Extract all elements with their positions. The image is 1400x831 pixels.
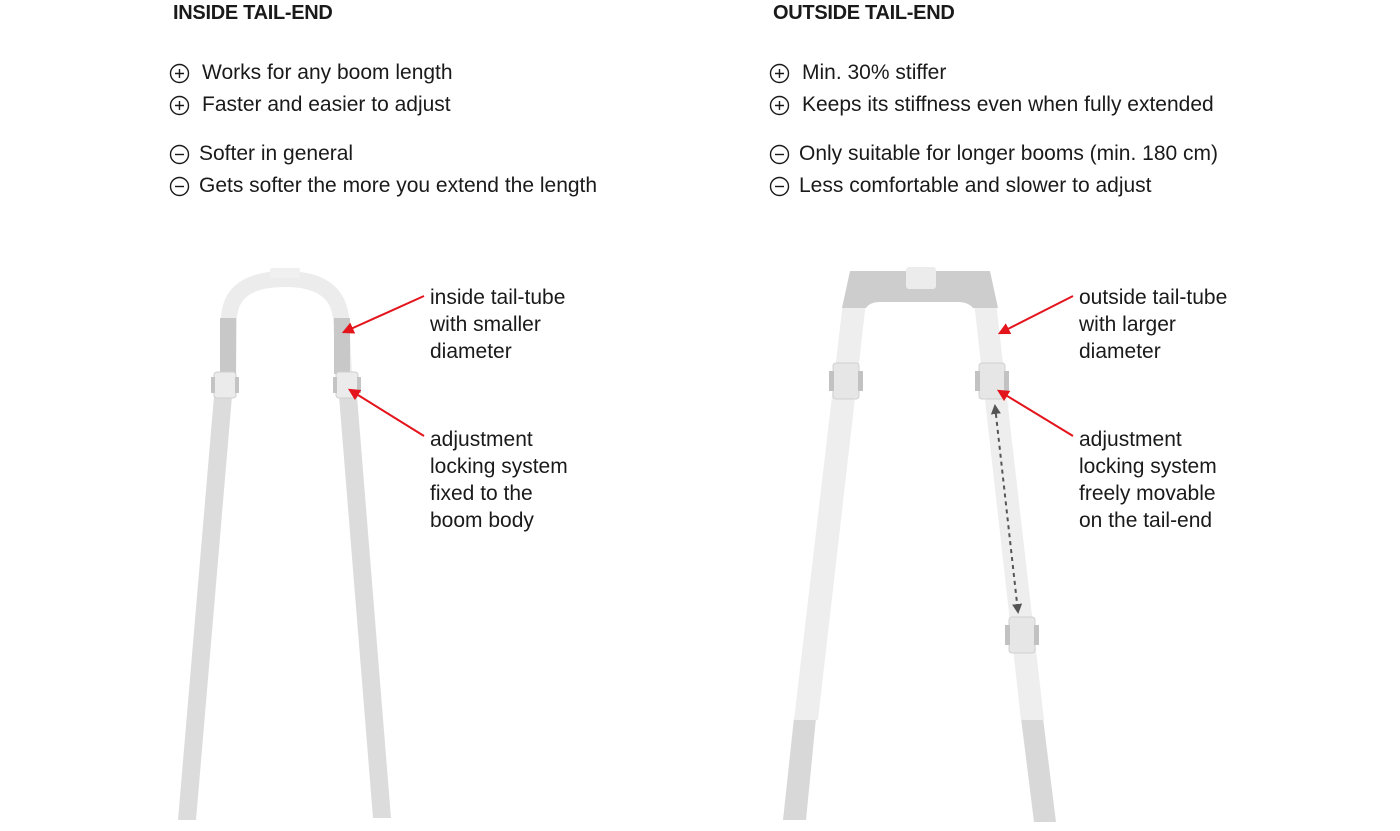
pro-item: Keeps its stiffness even when fully exte… (769, 89, 1214, 121)
callout-line: with smaller (430, 313, 541, 336)
red-arrow-icon (347, 388, 425, 437)
pros-list: Min. 30% stiffer Keeps its stiffness eve… (769, 57, 1214, 121)
movable-locking-system-callout: adjustment locking system freely movable… (1079, 426, 1217, 534)
plus-circle-icon (769, 95, 790, 116)
outside-boom-drawing (783, 267, 1056, 822)
callout-line: diameter (1079, 340, 1161, 363)
red-arrow-icon (996, 389, 1074, 437)
plus-circle-icon (169, 95, 190, 116)
con-item: Gets softer the more you extend the leng… (169, 170, 597, 202)
con-item: Softer in general (169, 138, 597, 170)
con-text: Less comfortable and slower to adjust (799, 174, 1152, 197)
fixed-locking-system-callout: adjustment locking system fixed to the b… (430, 426, 568, 534)
plus-circle-icon (169, 63, 190, 84)
double-arrow-icon (990, 404, 1023, 614)
callout-line: adjustment (430, 428, 533, 451)
pro-item: Faster and easier to adjust (169, 89, 453, 121)
callout-line: boom body (430, 509, 534, 532)
plus-circle-icon (769, 63, 790, 84)
callout-line: locking system (1079, 455, 1217, 478)
outside-tail-tube-callout: outside tail-tube with larger diameter (1079, 284, 1227, 365)
red-arrow-icon (341, 295, 425, 334)
cons-list: Softer in general Gets softer the more y… (169, 138, 597, 202)
con-text: Only suitable for longer booms (min. 180… (799, 142, 1219, 165)
inside-boom-drawing (178, 268, 391, 820)
cons-list: Only suitable for longer booms (min. 180… (769, 138, 1218, 202)
pros-list: Works for any boom length Faster and eas… (169, 57, 453, 121)
con-item: Only suitable for longer booms (min. 180… (769, 138, 1218, 170)
red-arrow-icon (997, 295, 1074, 335)
inside-tail-tube-callout: inside tail-tube with smaller diameter (430, 284, 565, 365)
callout-line: diameter (430, 340, 512, 363)
callout-line: on the tail-end (1079, 509, 1213, 532)
pro-item: Works for any boom length (169, 57, 453, 89)
callout-line: with larger (1079, 313, 1176, 336)
pro-text: Keeps its stiffness even when fully exte… (802, 93, 1214, 116)
callout-line: inside tail-tube (430, 286, 566, 309)
con-text: Softer in general (199, 142, 354, 165)
callout-line: fixed to the (430, 482, 533, 505)
pro-item: Min. 30% stiffer (769, 57, 1214, 89)
callout-line: locking system (430, 455, 568, 478)
minus-circle-icon (169, 176, 190, 197)
con-text: Gets softer the more you extend the leng… (199, 174, 598, 197)
panel-title: OUTSIDE TAIL-END (773, 2, 955, 24)
con-item: Less comfortable and slower to adjust (769, 170, 1218, 202)
callout-line: freely movable (1079, 482, 1216, 505)
pro-text: Works for any boom length (202, 61, 453, 84)
callout-line: adjustment (1079, 428, 1182, 451)
callout-line: outside tail-tube (1079, 286, 1228, 309)
panel-title: INSIDE TAIL-END (173, 2, 333, 24)
pro-text: Min. 30% stiffer (802, 61, 947, 84)
minus-circle-icon (769, 176, 790, 197)
minus-circle-icon (769, 144, 790, 165)
minus-circle-icon (169, 144, 190, 165)
pro-text: Faster and easier to adjust (202, 93, 451, 116)
